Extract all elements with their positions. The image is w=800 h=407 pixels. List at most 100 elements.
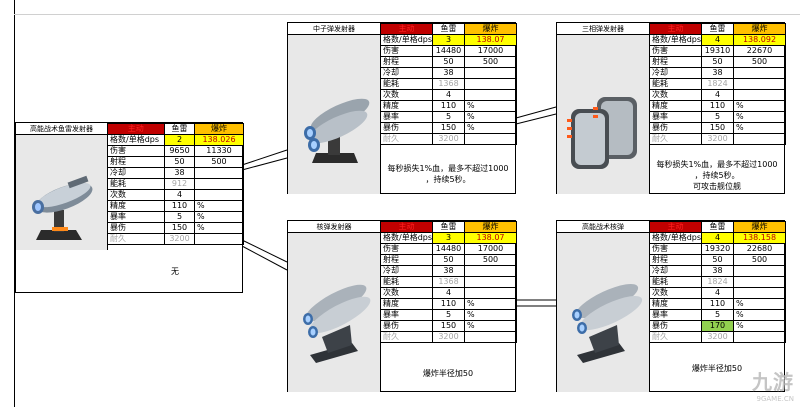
accuracy: 110 — [701, 100, 734, 112]
label-crit-dmg: 暴伤 — [380, 122, 433, 134]
label-damage: 伤害 — [380, 243, 433, 255]
crit-rate: 5 — [164, 211, 195, 223]
empty — [464, 265, 517, 277]
label-damage: 伤害 — [649, 45, 702, 57]
label-damage: 伤害 — [107, 145, 165, 157]
note-line: 每秒损失1%血，最多不超过1000 — [656, 160, 778, 169]
card-title: 中子弹发射器 — [288, 23, 381, 35]
watermark-brand: 九游 — [752, 370, 794, 394]
label-accuracy: 精度 — [380, 298, 433, 310]
pct: % — [733, 122, 786, 134]
durability: 3200 — [432, 331, 465, 343]
torpedo-launcher-icon — [16, 135, 107, 250]
label-cooldown: 冷却 — [380, 265, 433, 277]
range-a: 50 — [432, 254, 465, 266]
range-b: 500 — [194, 156, 244, 168]
damage-a: 9650 — [164, 145, 195, 157]
label-accuracy: 精度 — [649, 100, 702, 112]
accuracy: 110 — [164, 200, 195, 212]
ratio-a: 4 — [701, 232, 734, 244]
empty — [733, 67, 786, 79]
empty — [464, 276, 517, 288]
damage-b: 17000 — [464, 45, 517, 57]
ratio-b: 138.158 — [733, 232, 786, 244]
label-range: 射程 — [107, 156, 165, 168]
damage-a: 14480 — [432, 45, 465, 57]
note-line: 爆炸半径加50 — [691, 364, 743, 373]
damage-b: 22670 — [733, 45, 786, 57]
damage-a: 19310 — [701, 45, 734, 57]
count: 4 — [701, 89, 734, 101]
label-ratio: 格数/单格dps — [380, 232, 433, 244]
label-ratio: 格数/单格dps — [380, 34, 433, 46]
label-durability: 耐久 — [107, 233, 165, 245]
empty — [194, 178, 244, 190]
label-count: 次数 — [380, 89, 433, 101]
header-main: 主动 — [380, 221, 433, 233]
empty — [194, 167, 244, 179]
empty — [194, 233, 244, 245]
label-durability: 耐久 — [380, 331, 433, 343]
empty — [733, 331, 786, 343]
range-a: 50 — [701, 56, 734, 68]
label-count: 次数 — [380, 287, 433, 299]
range-a: 50 — [701, 254, 734, 266]
label-crit-rate: 暴率 — [380, 111, 433, 123]
ratio-a: 4 — [701, 34, 734, 46]
accuracy: 110 — [432, 298, 465, 310]
header-main: 主动 — [380, 23, 433, 35]
ratio-a: 3 — [432, 34, 465, 46]
label-energy: 能耗 — [107, 178, 165, 190]
pct: % — [733, 100, 786, 112]
label-accuracy: 精度 — [649, 298, 702, 310]
header-main: 主动 — [107, 123, 165, 135]
label-durability: 耐久 — [380, 133, 433, 145]
count: 4 — [432, 287, 465, 299]
label-count: 次数 — [107, 189, 165, 201]
empty — [464, 78, 517, 90]
tactical-nuke-launcher-icon — [557, 233, 649, 392]
count: 4 — [164, 189, 195, 201]
durability: 3200 — [164, 233, 195, 245]
card-note: 爆炸半径加50 — [649, 355, 785, 392]
energy: 1368 — [432, 276, 465, 288]
label-count: 次数 — [649, 287, 702, 299]
crit-rate: 5 — [701, 309, 734, 321]
label-ratio: 格数/单格dps — [649, 34, 702, 46]
empty — [464, 67, 517, 79]
card-image — [557, 35, 650, 194]
header-burst: 爆炸 — [464, 221, 517, 233]
pct: % — [194, 222, 244, 234]
empty — [733, 89, 786, 101]
card-note: 爆炸半径加50 — [380, 355, 516, 392]
twin-pod-launcher-icon — [557, 35, 649, 194]
watermark-site: 9GAME.CN — [756, 395, 794, 403]
cooldown: 38 — [701, 265, 734, 277]
energy: 1368 — [432, 78, 465, 90]
label-crit-dmg: 暴伤 — [649, 122, 702, 134]
label-count: 次数 — [649, 89, 702, 101]
range-b: 500 — [733, 56, 786, 68]
range-b: 500 — [464, 254, 517, 266]
energy: 912 — [164, 178, 195, 190]
card-title: 高能战术鱼雷发射器 — [16, 123, 108, 135]
label-ratio: 格数/单格dps — [107, 134, 165, 146]
header-torpedo: 鱼雷 — [701, 23, 734, 35]
range-b: 500 — [464, 56, 517, 68]
range-a: 50 — [432, 56, 465, 68]
label-accuracy: 精度 — [107, 200, 165, 212]
empty — [733, 265, 786, 277]
label-durability: 耐久 — [649, 133, 702, 145]
card-note: 每秒损失1%血，最多不超过1000 ，持续5秒。 — [380, 157, 516, 194]
ratio-a: 3 — [432, 232, 465, 244]
note-line: 可攻击舰位舰 — [693, 182, 741, 191]
